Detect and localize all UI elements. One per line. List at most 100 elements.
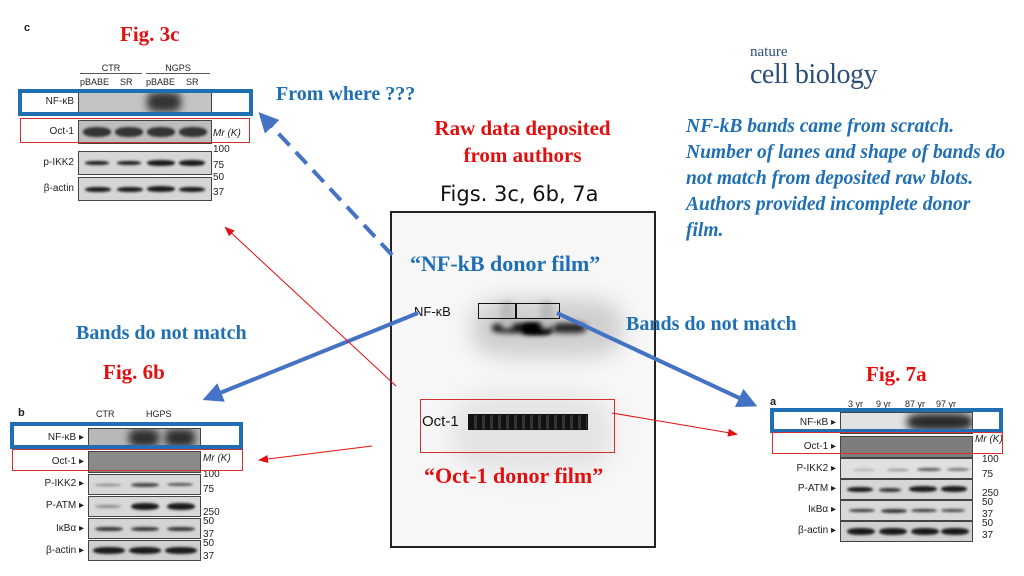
fig6b-blot-nfkb (88, 428, 201, 450)
fig7a-lane-1: 3 yr (848, 399, 864, 409)
fig6b-row-oct1: Oct-1 ▸ (51, 456, 84, 467)
fig6b-blot-actin (88, 540, 201, 561)
fig3c-lane-2: SR (120, 77, 133, 87)
fig7a-panel-letter: a (770, 396, 777, 408)
thin-red-arrow-to-fig6b (258, 445, 373, 463)
fig7a-actin-marker-37: 37 (982, 530, 994, 541)
fig3c-group-ctr: CTR (80, 63, 142, 74)
fig3c-mr-label: Mr (K) (213, 128, 241, 139)
fig6b-row-pikk2: P-IKK2 ▸ (44, 478, 84, 489)
oct1-donor-film-label: “Oct-1 donor film” (424, 463, 604, 488)
fig3c-marker-75: 75 (213, 160, 225, 171)
film-nfkb-label: NF-κB (414, 304, 451, 319)
fig6b-oct1-highlight (12, 449, 243, 471)
fig3c-blot-actin (78, 177, 212, 201)
fig3c-nfkb-highlight (18, 89, 253, 116)
thin-red-arrow-to-fig3c (224, 226, 397, 387)
fig3c-row-nfkb: NF-κB (45, 96, 74, 107)
fig7a-row-actin: β-actin ▸ (797, 525, 836, 536)
raw-data-line-2: from authors (463, 143, 582, 167)
fig3c-title: Fig. 3c (120, 22, 180, 46)
fraud-explanation-note: NF-kB bands came from scratch. Number of… (686, 116, 1006, 241)
fig6b-row-nfkb: NF-κB ▸ (47, 432, 84, 443)
fig7a-blot-nfkb (840, 412, 973, 434)
fig7a-lane-3: 87 yr (905, 399, 926, 409)
fig6b-ikba-marker-50: 50 (203, 516, 215, 527)
fig6b-group-ctr: CTR (96, 409, 115, 419)
fig7a-lane-4: 97 yr (936, 399, 957, 409)
fig7a-blot-patm (840, 479, 973, 500)
fig6b-title: Fig. 6b (103, 360, 165, 384)
journal-logo-nature: nature (750, 44, 788, 60)
fig6b-blot-patm (88, 496, 201, 517)
fig3c-group-ngps: NGPS (146, 63, 210, 74)
journal-logo-cell-biology: cell biology (750, 59, 877, 90)
fig7a-nfkb-highlight (770, 408, 1003, 433)
fig3c-row-actin: β-actin (43, 183, 74, 194)
fig6b-ikba-marker-37: 37 (203, 529, 215, 540)
fig6b-actin-marker-37: 37 (203, 551, 215, 562)
fig3c-oct1-highlight (20, 118, 250, 143)
fig6b-nfkb-highlight (10, 422, 243, 449)
fig7a-ikba-marker-50: 50 (982, 497, 994, 508)
fig6b-marker-75: 75 (203, 484, 215, 495)
from-where-label: From where ??? (276, 83, 416, 105)
fig6b-marker-250: 250 (203, 507, 220, 518)
raw-data-line-1: Raw data deposited (434, 116, 611, 140)
fig7a-actin-marker-50: 50 (982, 518, 994, 529)
raw-data-heading: Raw data deposited from authors (400, 115, 645, 169)
bands-do-not-match-left: Bands do not match (76, 322, 247, 344)
thin-red-arrow-to-fig7a (611, 412, 738, 437)
fig3c-marker-100: 100 (213, 144, 230, 155)
film-oct1-highlight (420, 399, 615, 453)
figs-label: Figs. 3c, 6b, 7a (440, 182, 599, 206)
fig3c-lane-4: SR (186, 77, 199, 87)
bands-do-not-match-right: Bands do not match (626, 313, 797, 335)
fig6b-row-patm: P-ATM ▸ (45, 500, 84, 511)
fig3c-panel-letter: c (24, 22, 31, 34)
raw-donor-film: “NF-kB donor film” NF-κB Oct-1 “Oct-1 do… (390, 211, 656, 548)
fig7a-blot-actin (840, 521, 973, 542)
fig6b-blot-pikk2 (88, 474, 201, 495)
fig7a-marker-75: 75 (982, 469, 994, 480)
fig3c-lane-1: pBABE (80, 77, 110, 87)
film-oct1-label: Oct-1 (422, 413, 459, 430)
fig7a-marker-250: 250 (982, 488, 999, 499)
fig6b-actin-marker-50: 50 (203, 538, 215, 549)
fig7a-row-oct1: Oct-1 ▸ (803, 441, 836, 452)
fig7a-lane-2: 9 yr (876, 399, 892, 409)
film-nfkb-box-2 (516, 303, 560, 319)
fig7a-row-pikk2: P-IKK2 ▸ (796, 463, 836, 474)
fig7a-mr-label: Mr (K) (975, 434, 1003, 445)
fig6b-group-hgps: HGPS (146, 409, 172, 419)
fig6b-panel-letter: b (18, 407, 25, 419)
fig3c-blot-pikk2 (78, 151, 212, 175)
fig6b-row-ikba: IκBα ▸ (55, 523, 84, 534)
fig3c-row-oct1: Oct-1 (49, 126, 74, 137)
fig3c-blot-oct1 (78, 120, 212, 144)
film-oct1-bands (468, 414, 588, 430)
fig7a-title: Fig. 7a (866, 362, 927, 386)
fig7a-oct1-highlight (772, 432, 1003, 454)
arrow-to-fig6b (202, 311, 419, 402)
fig7a-row-patm: P-ATM ▸ (797, 483, 836, 494)
nfkb-donor-film-label: “NF-kB donor film” (410, 251, 601, 276)
fig7a-blot-oct1 (840, 436, 973, 458)
fig3c-lane-3: pBABE (146, 77, 176, 87)
fig7a-row-nfkb: NF-κB ▸ (799, 417, 836, 428)
fig3c-marker-37: 37 (213, 187, 225, 198)
fig7a-blot-pikk2 (840, 458, 973, 479)
fig6b-mr-label: Mr (K) (203, 453, 231, 464)
fig6b-marker-100: 100 (203, 469, 220, 480)
dashed-arrow-from-where (258, 112, 394, 257)
fig6b-row-actin: β-actin ▸ (45, 545, 84, 556)
fig6b-blot-ikba (88, 518, 201, 539)
fig7a-ikba-marker-37: 37 (982, 509, 994, 520)
arrow-to-fig7a (556, 311, 758, 407)
fig6b-blot-oct1 (88, 451, 201, 473)
film-nfkb-box-1 (478, 303, 516, 319)
fig3c-marker-50: 50 (213, 172, 225, 183)
fig7a-blot-ikba (840, 500, 973, 521)
fig3c-row-pikk2: p-IKK2 (43, 157, 74, 168)
